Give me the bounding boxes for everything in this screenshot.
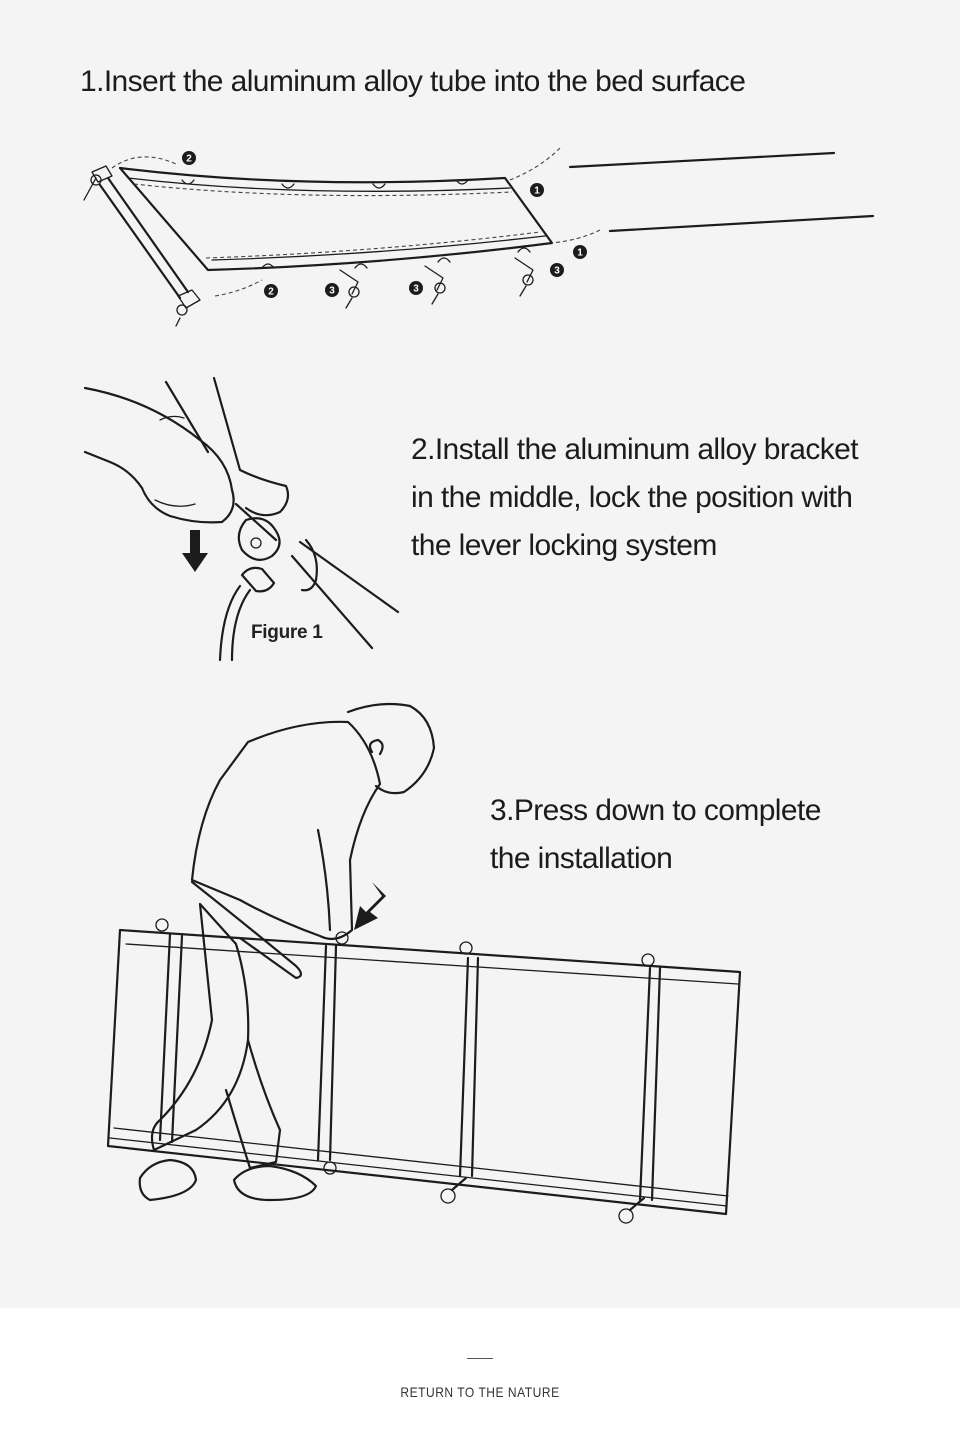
- step-3-line-1: 3.Press down to complete: [490, 794, 821, 827]
- badge-1-bottom: 1: [573, 245, 587, 259]
- badge-3-middle-right: 3: [409, 281, 423, 295]
- press-arrow-icon: [354, 882, 386, 930]
- step-1-line: 1.Insert the aluminum alloy tube into th…: [80, 65, 746, 98]
- footer-tagline: RETURN TO THE NATURE: [400, 1384, 560, 1400]
- step-2-line-1: 2.Install the aluminum alloy bracket: [411, 433, 859, 466]
- step-3-text: 3.Press down to complete the installatio…: [490, 787, 821, 883]
- figure-label: Figure 1: [251, 622, 323, 643]
- aluminum-tube-bottom: [608, 214, 875, 233]
- step-3-line-2: the installation: [490, 842, 673, 875]
- badge-2-top: 2: [182, 151, 196, 165]
- svg-text:2: 2: [186, 154, 192, 165]
- step-1-text: 1.Insert the aluminum alloy tube into th…: [80, 58, 746, 106]
- bed-surface-fabric: [118, 166, 554, 272]
- instruction-panel: [0, 0, 960, 1308]
- tube-brackets: [339, 257, 534, 309]
- footer-divider: [467, 1358, 493, 1359]
- end-tube-left: [83, 165, 201, 327]
- step-2-line-3: the lever locking system: [411, 529, 717, 562]
- svg-text:3: 3: [413, 284, 419, 295]
- badge-2-bottom: 2: [264, 284, 278, 298]
- insert-arrow-1-bottom: [551, 229, 601, 244]
- badge-3-right: 3: [550, 263, 564, 277]
- step-2-text: 2.Install the aluminum alloy bracket in …: [411, 426, 859, 570]
- aluminum-tube-top: [568, 151, 836, 169]
- step-2-illustration: [83, 376, 400, 662]
- svg-text:1: 1: [534, 186, 540, 197]
- badge-1-top: 1: [530, 183, 544, 197]
- step-3-illustration: [106, 702, 742, 1224]
- insert-arrow-2-top: [111, 156, 177, 169]
- svg-text:1: 1: [577, 248, 583, 259]
- press-down-arrow-icon: [182, 530, 208, 572]
- insert-arrow-1-top: [509, 147, 561, 181]
- svg-text:2: 2: [268, 287, 274, 298]
- svg-text:3: 3: [554, 266, 560, 277]
- step-2-line-2: in the middle, lock the position with: [411, 481, 853, 514]
- badge-3-middle-left: 3: [325, 283, 339, 297]
- insert-arrow-2-bottom: [214, 279, 263, 297]
- svg-text:3: 3: [329, 286, 335, 297]
